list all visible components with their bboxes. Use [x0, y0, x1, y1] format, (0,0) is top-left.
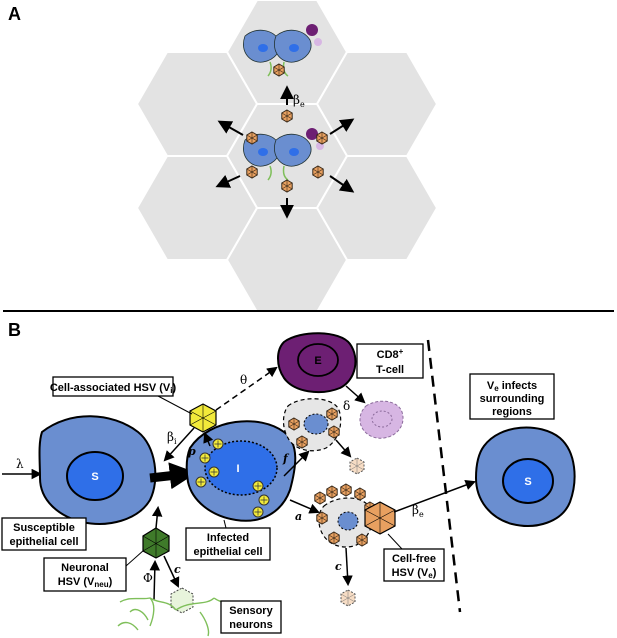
phi-arrow [149, 559, 161, 601]
delta-arrow [345, 385, 366, 404]
cell-associated-virion [189, 403, 217, 433]
beta-i-arrow [163, 427, 195, 462]
cleared-virion-1 [349, 457, 365, 475]
infected-label-box: Infected epithelial cell [185, 527, 271, 561]
lambda-label: λ [16, 457, 24, 471]
svg-text:surrounding: surrounding [480, 393, 545, 405]
a-arrow [289, 499, 320, 514]
svg-text:HSV (Ve): HSV (Ve) [392, 567, 437, 580]
neuronal-virion [142, 527, 170, 559]
clearance-arrow-2 [342, 547, 353, 587]
killed-infected-cell [282, 398, 342, 452]
svg-text:neurons: neurons [229, 619, 272, 631]
infection-arrow [149, 462, 197, 490]
svg-text:T-cell: T-cell [376, 364, 404, 376]
infected-nucleus-label: I [236, 463, 239, 475]
dying-t-cell [359, 400, 404, 439]
phi-up-arrow [151, 505, 163, 529]
svg-text:HSV (Vneu): HSV (Vneu) [58, 576, 113, 589]
svg-text:Infected: Infected [207, 532, 249, 544]
region-boundary [426, 339, 462, 613]
svg-text:Cell-free: Cell-free [392, 553, 436, 565]
cd8-label-box: CD8+ T-cell [356, 343, 424, 379]
panel-a-label: A [8, 4, 21, 24]
phi-label: Φ [143, 571, 153, 585]
cell-associated-pointer [157, 395, 193, 415]
sensory-label-box: Sensory neurons [220, 600, 282, 634]
delta-label: δ [343, 399, 350, 413]
svg-text:regions: regions [492, 406, 532, 418]
tcell-label: E [314, 355, 321, 367]
theta-label: θ [240, 373, 247, 387]
beta-e-arrow [393, 480, 476, 513]
p-arrow [203, 432, 214, 447]
cleared-virion-2 [340, 589, 356, 607]
cd8-t-cell: E [277, 332, 357, 394]
susceptible-cell: S [38, 415, 157, 525]
f-arrow [283, 450, 310, 477]
svg-text:Susceptible: Susceptible [13, 522, 75, 534]
f-label: f [282, 452, 290, 465]
c-label-2: c [335, 560, 342, 573]
susceptible-label-box: Susceptible epithelial cell [1, 517, 87, 551]
c-arrow-1 [163, 555, 180, 588]
svg-text:Cell-associated HSV (Vi): Cell-associated HSV (Vi) [50, 382, 177, 395]
svg-text:Neuronal: Neuronal [61, 562, 109, 574]
svg-text:Sensory: Sensory [229, 605, 273, 617]
mini-scene-center [242, 128, 324, 181]
cell-free-pointer [387, 533, 403, 550]
beta-e-label-b: βe [412, 503, 424, 519]
svg-text:CD8+: CD8+ [377, 347, 404, 361]
clearance-arrow-1 [335, 439, 352, 458]
susceptible-nucleus-label: S [91, 471, 98, 483]
infected-pointer [223, 519, 227, 529]
cell-associated-label-box: Cell-associated HSV (Vi) [50, 376, 177, 397]
virus-producing-cell [314, 483, 376, 548]
beta-i-label: βi [167, 430, 177, 446]
panel-b-label: B [8, 320, 21, 340]
remote-nucleus-label: S [524, 476, 531, 488]
cell-free-label-box: Cell-free HSV (Ve) [383, 548, 445, 582]
svg-text:Ve infects: Ve infects [487, 380, 537, 393]
neuronal-pointer [125, 549, 145, 567]
neuronal-label-box: Neuronal HSV (Vneu) [43, 557, 127, 592]
svg-text:epithelial cell: epithelial cell [193, 546, 262, 558]
susceptible-cell-remote: S [474, 426, 576, 527]
theta-arrow [215, 366, 278, 411]
p-label: p [188, 445, 196, 458]
c-label-1: c [174, 563, 181, 576]
cell-free-virion [364, 501, 396, 535]
faded-neuronal-virion [170, 587, 194, 614]
sensory-neurons [117, 597, 231, 637]
a-label: a [295, 510, 302, 523]
mini-scene-top [242, 24, 322, 77]
ve-infects-label-box: Ve infects surrounding regions [469, 373, 555, 420]
beta-e-label-a: βe [293, 93, 305, 109]
spread-arrows [215, 85, 355, 219]
svg-text:epithelial cell: epithelial cell [9, 536, 78, 548]
infected-cell: I [185, 420, 297, 522]
